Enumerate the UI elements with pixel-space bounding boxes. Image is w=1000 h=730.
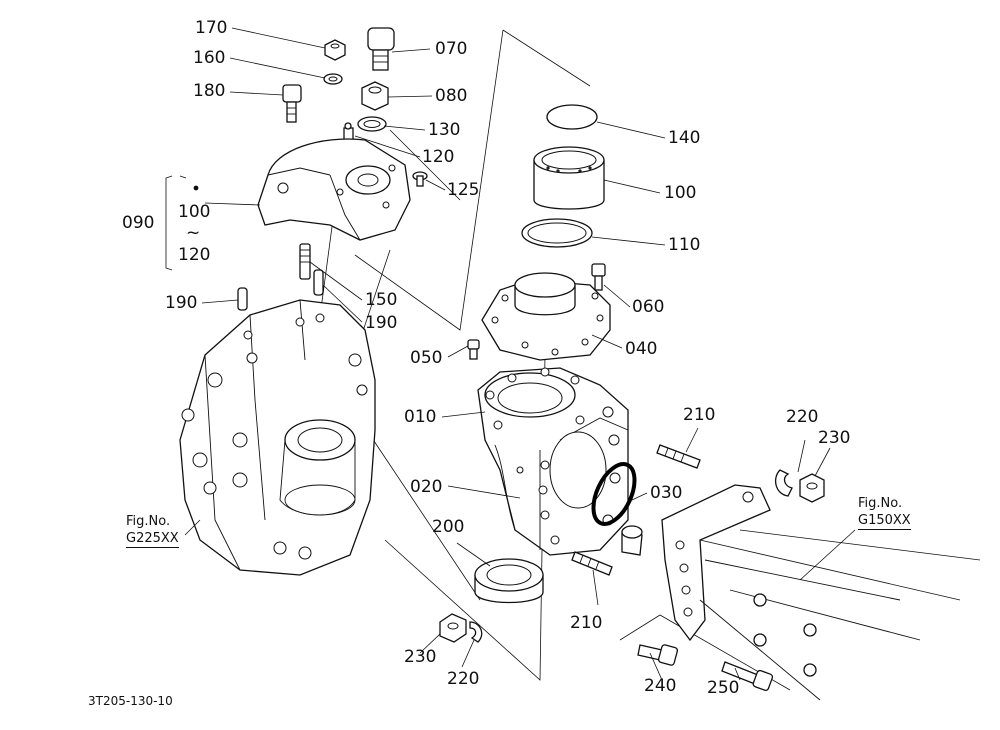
label-050: 050 — [410, 348, 443, 368]
part-160-washer — [323, 73, 343, 85]
label-090: 090 — [122, 213, 155, 233]
part-050-bolt — [467, 339, 480, 360]
label-150: 150 — [365, 290, 398, 310]
label-060: 060 — [632, 297, 665, 317]
part-200-oil-seal — [474, 558, 544, 604]
part-180-bolt — [282, 84, 302, 123]
part-230-nut-right — [799, 473, 825, 503]
label-020: 020 — [410, 477, 443, 497]
fig-ref-right-number: G150XX — [858, 513, 911, 530]
drawing-code: 3T205-130-10 — [88, 694, 173, 708]
label-240: 240 — [644, 676, 677, 696]
part-060-bolt — [591, 263, 606, 291]
label-230-left: 230 — [404, 647, 437, 667]
part-230-nut-left — [439, 613, 467, 643]
label-220-left: 220 — [447, 669, 480, 689]
label-040: 040 — [625, 339, 658, 359]
label-190-upper: 190 — [365, 313, 398, 333]
part-040-flange — [481, 272, 611, 361]
fig-ref-right-title: Fig.No. — [858, 496, 903, 511]
label-080: 080 — [435, 86, 468, 106]
part-240-bolt — [637, 644, 679, 666]
part-130-ring — [357, 116, 387, 132]
label-range-sep: ~ — [186, 223, 201, 243]
label-030: 030 — [650, 483, 683, 503]
part-140-cap — [546, 104, 598, 130]
left-gear-case — [179, 299, 376, 576]
label-range-to: 120 — [178, 245, 211, 265]
part-100-bushing — [533, 146, 605, 210]
part-210-stud-upper — [656, 444, 701, 469]
part-220-washer-right — [774, 469, 793, 497]
label-010: 010 — [404, 407, 437, 427]
label-125: 125 — [447, 180, 480, 200]
fig-ref-left-number: G225XX — [126, 531, 179, 548]
label-180: 180 — [193, 81, 226, 101]
part-150-pin — [299, 243, 311, 280]
part-080-nut — [361, 81, 389, 111]
label-210-lower: 210 — [570, 613, 603, 633]
label-160: 160 — [193, 48, 226, 68]
fig-ref-left-title: Fig.No. — [126, 514, 171, 529]
label-250: 250 — [707, 678, 740, 698]
label-190-left: 190 — [165, 293, 198, 313]
label-230-right: 230 — [818, 428, 851, 448]
label-100: 100 — [664, 183, 697, 203]
label-210-upper: 210 — [683, 405, 716, 425]
part-110-ring — [521, 218, 593, 248]
label-140: 140 — [668, 128, 701, 148]
label-170: 170 — [195, 18, 228, 38]
part-220-washer-left — [469, 621, 483, 643]
part-090-arm — [257, 138, 411, 241]
leader-lines — [184, 27, 856, 681]
label-200: 200 — [432, 517, 465, 537]
label-110: 110 — [668, 235, 701, 255]
part-010-housing — [477, 367, 629, 556]
part-250-bolt — [721, 661, 774, 691]
label-range-from: 100 — [178, 202, 211, 222]
part-190-pin-b — [237, 287, 248, 311]
part-210-stud-lower — [571, 551, 613, 576]
label-120: 120 — [422, 147, 455, 167]
part-125-screw — [412, 171, 428, 187]
part-030-collar — [621, 525, 643, 556]
label-070: 070 — [435, 39, 468, 59]
assembly-lines — [289, 29, 981, 691]
part-070-plug — [367, 27, 395, 71]
part-190-pin-a — [313, 269, 324, 296]
label-130: 130 — [428, 120, 461, 140]
label-220-right: 220 — [786, 407, 819, 427]
right-axle-bracket — [661, 484, 921, 701]
part-030-o-ring — [591, 462, 637, 526]
group-090-bracket — [165, 175, 199, 271]
part-170-nut — [324, 39, 346, 61]
